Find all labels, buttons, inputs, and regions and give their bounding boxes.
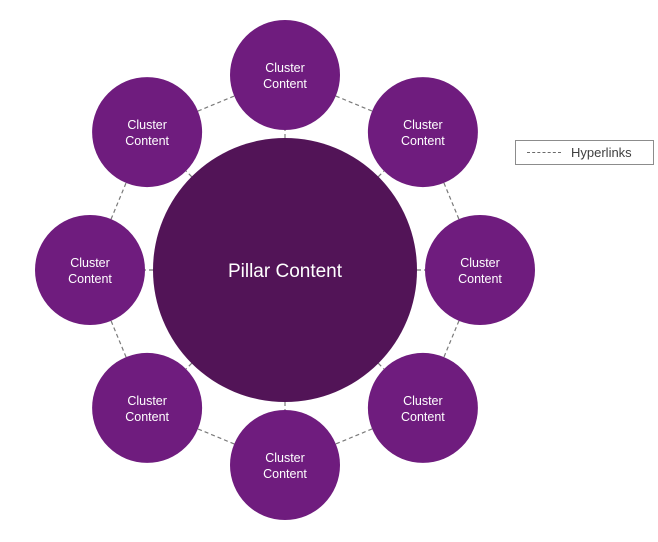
cluster-label-line1: Cluster bbox=[265, 451, 305, 465]
cluster-circle bbox=[230, 20, 340, 130]
cluster-label-line2: Content bbox=[458, 272, 502, 286]
ring-hyperlink-5 bbox=[197, 428, 235, 445]
cluster-label-line2: Content bbox=[401, 134, 445, 148]
spoke-hyperlink-4 bbox=[377, 362, 385, 370]
cluster-circle bbox=[35, 215, 145, 325]
cluster-label-line1: Cluster bbox=[70, 256, 110, 270]
ring-hyperlink-2 bbox=[443, 182, 460, 220]
cluster-label-line1: Cluster bbox=[460, 256, 500, 270]
cluster-circle bbox=[92, 77, 203, 188]
legend: Hyperlinks bbox=[515, 140, 654, 165]
ring-hyperlink-3 bbox=[443, 320, 460, 358]
cluster-label-line1: Cluster bbox=[265, 61, 305, 75]
pillar-label: Pillar Content bbox=[228, 261, 343, 282]
cluster-circle bbox=[367, 77, 478, 188]
cluster-label-line2: Content bbox=[263, 77, 307, 91]
ring-hyperlink-6 bbox=[110, 320, 127, 358]
ring-hyperlink-8 bbox=[197, 95, 235, 112]
cluster-circle bbox=[367, 352, 478, 463]
ring-hyperlink-7 bbox=[110, 182, 127, 220]
dashed-line-legend-icon bbox=[527, 152, 561, 153]
legend-label: Hyperlinks bbox=[571, 145, 632, 160]
pillar-circle bbox=[153, 138, 417, 402]
cluster-label-line2: Content bbox=[401, 410, 445, 424]
cluster-label-line1: Cluster bbox=[127, 118, 167, 132]
spoke-hyperlink-2 bbox=[377, 170, 385, 178]
pillar-node: Pillar Content bbox=[153, 138, 417, 402]
cluster-label-line1: Cluster bbox=[403, 394, 443, 408]
ring-hyperlink-4 bbox=[335, 428, 373, 445]
cluster-label-line2: Content bbox=[125, 410, 169, 424]
cluster-label-line2: Content bbox=[263, 467, 307, 481]
cluster-label-line2: Content bbox=[125, 134, 169, 148]
cluster-label-line1: Cluster bbox=[403, 118, 443, 132]
cluster-circle bbox=[230, 410, 340, 520]
spoke-hyperlink-6 bbox=[185, 362, 193, 370]
spoke-hyperlink-8 bbox=[185, 170, 193, 178]
pillar-spoke-links bbox=[145, 130, 425, 410]
cluster-label-line2: Content bbox=[68, 272, 112, 286]
cluster-circle bbox=[425, 215, 535, 325]
ring-hyperlink-1 bbox=[335, 95, 373, 112]
cluster-label-line1: Cluster bbox=[127, 394, 167, 408]
cluster-nodes: ClusterContentClusterContentClusterConte… bbox=[35, 20, 535, 520]
cluster-circle bbox=[92, 352, 203, 463]
